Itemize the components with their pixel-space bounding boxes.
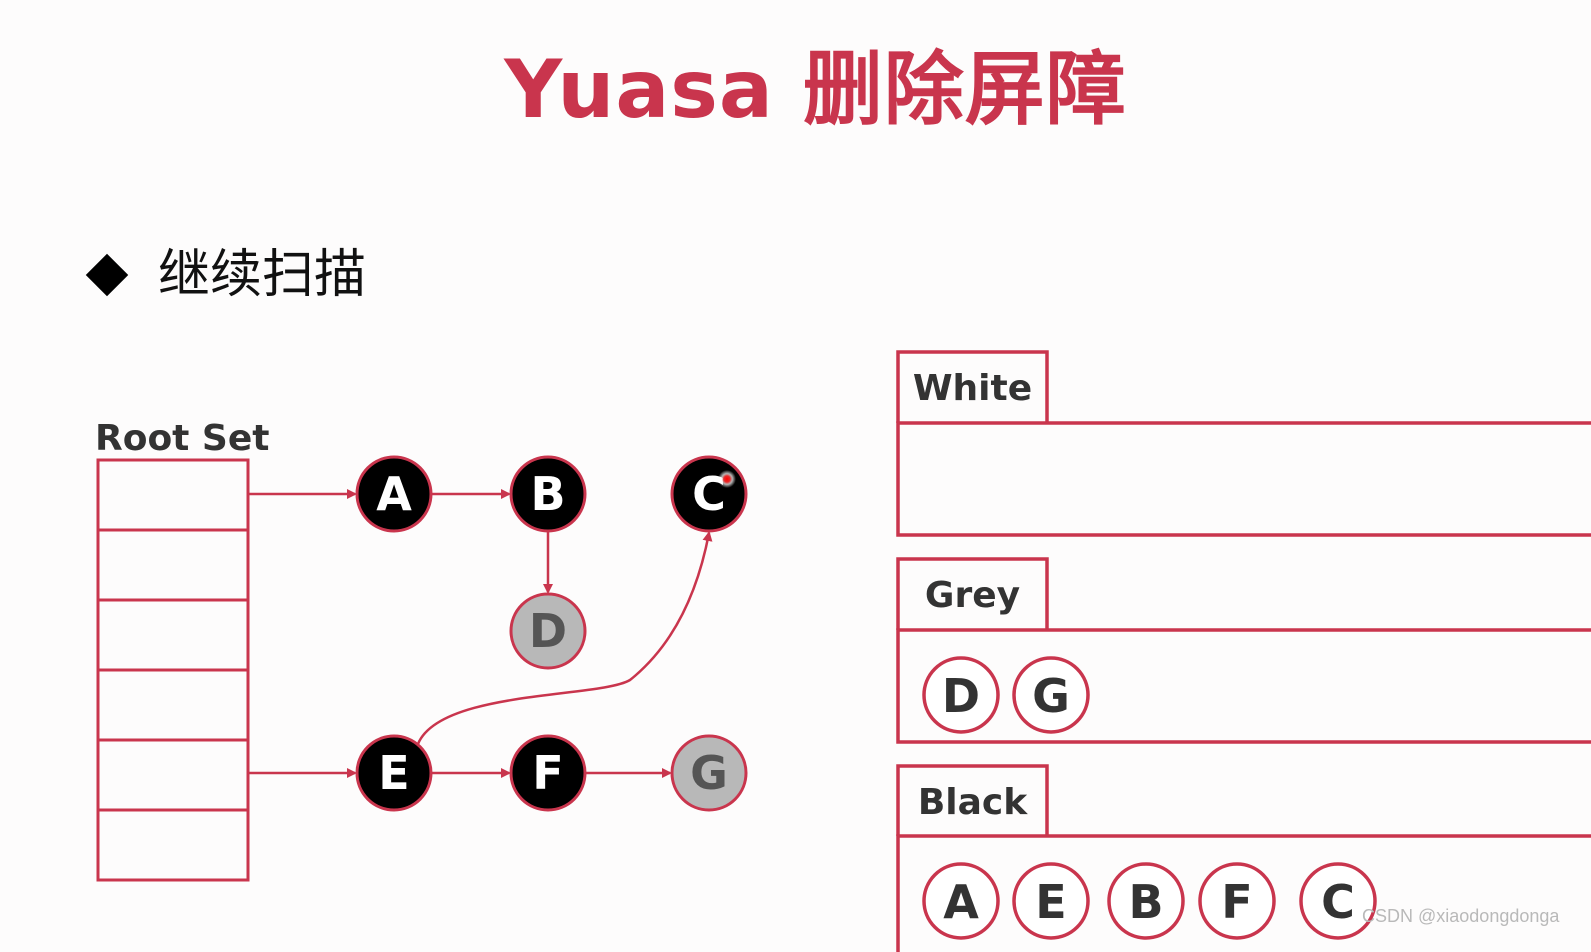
set-item-c: C: [1299, 862, 1377, 940]
slide-title: Yuasa 删除屏障: [0, 40, 1591, 140]
set-tab-frame: [896, 557, 1049, 630]
graph-nodes: A B C D E F G: [355, 455, 748, 812]
node-d: D: [509, 592, 587, 670]
set-item-b: B: [1107, 862, 1185, 940]
set-item-label: G: [1032, 669, 1070, 723]
set-item-g: G: [1012, 656, 1090, 734]
node-circle: [355, 455, 433, 533]
node-label: E: [378, 746, 409, 800]
root-set: [96, 458, 250, 882]
node-e: E: [355, 734, 433, 812]
bullet-text: 继续扫描: [158, 245, 367, 305]
node-a: A: [355, 455, 433, 533]
bullet-point: 继续扫描: [85, 243, 366, 307]
node-c: C: [670, 455, 748, 533]
node-label: D: [529, 604, 567, 658]
root-set-label: Root Set: [95, 418, 269, 459]
set-label-black: Black: [918, 782, 1028, 823]
set-label-white: White: [913, 368, 1032, 409]
node-label: F: [532, 746, 563, 800]
set-item-label: D: [942, 669, 980, 723]
set-item-label: E: [1035, 875, 1066, 929]
watermark: CSDN @xiaodongdonga: [1362, 906, 1560, 926]
node-label: G: [690, 746, 728, 800]
set-body-frame: [896, 421, 1591, 537]
pointer-dot: [718, 470, 736, 488]
set-item-label: A: [943, 875, 979, 929]
node-f: F: [509, 734, 587, 812]
edge-E-C: [416, 531, 713, 745]
node-circle: [670, 734, 748, 812]
node-circle: [355, 734, 433, 812]
node-circle: [509, 455, 587, 533]
node-circle: [509, 734, 587, 812]
node-label: A: [376, 467, 412, 521]
node-label: B: [530, 467, 565, 521]
set-tab-frame: [896, 764, 1049, 836]
set-body-frame: [896, 834, 1591, 952]
node-circle: [509, 592, 587, 670]
set-label-grey: Grey: [925, 575, 1020, 616]
set-item-label: F: [1221, 875, 1252, 929]
set-item-label: C: [1321, 875, 1355, 929]
set-tab-frame: [896, 350, 1049, 423]
node-b: B: [509, 455, 587, 533]
set-body-frame: [896, 628, 1591, 744]
node-g: G: [670, 734, 748, 812]
set-item-e: E: [1012, 862, 1090, 940]
set-panel-white: White: [896, 350, 1591, 537]
set-item-a: A: [922, 862, 1000, 940]
set-item-label: B: [1128, 875, 1163, 929]
graph-edges: [248, 489, 713, 778]
set-item-f: F: [1198, 862, 1276, 940]
slide-title-text: Yuasa 删除屏障: [504, 43, 1127, 136]
set-item-d: D: [922, 656, 1000, 734]
